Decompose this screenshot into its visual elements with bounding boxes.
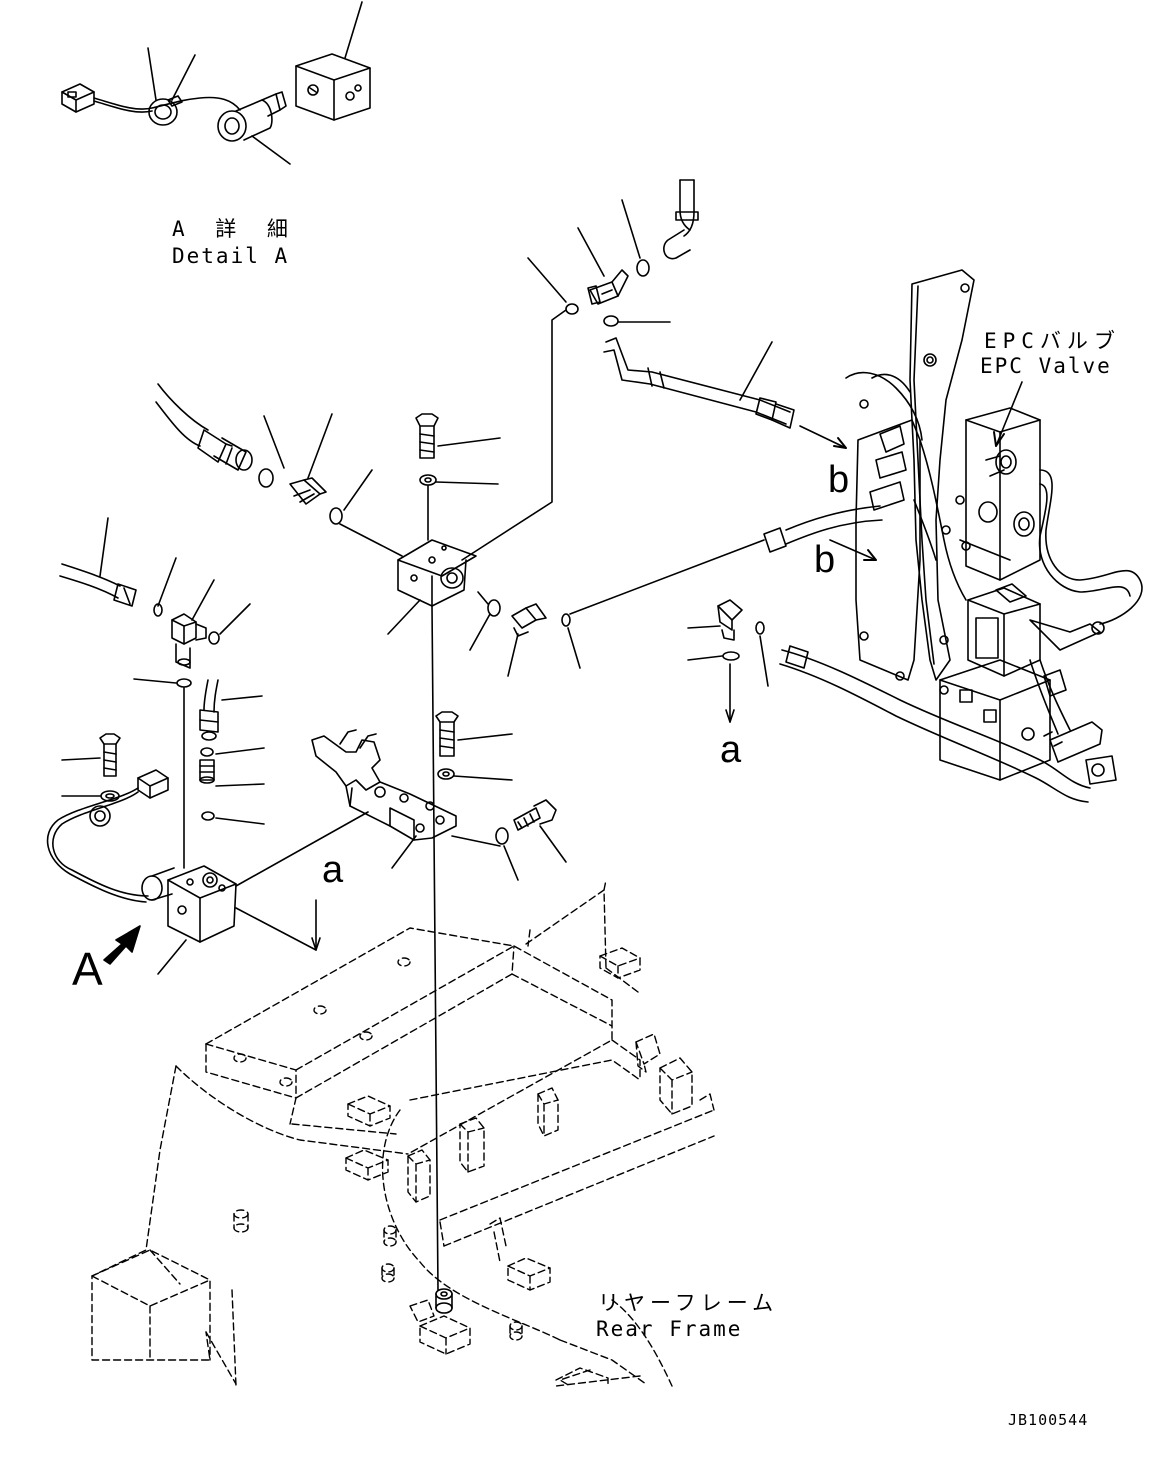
leader-line — [577, 227, 605, 277]
guide-line — [569, 539, 765, 615]
arrow-b-lower — [829, 539, 877, 561]
o-ring — [487, 599, 501, 617]
leader-line — [687, 655, 723, 661]
rear-frame-label-jp: リヤーフレーム — [598, 1291, 779, 1315]
leader-line — [539, 825, 567, 863]
leader-line — [219, 603, 251, 635]
reference-b-upper: b — [828, 459, 850, 501]
detail-a-solenoid — [217, 91, 287, 142]
leader-line — [759, 635, 769, 687]
leader-line — [307, 413, 333, 479]
epc-valve-pointer — [995, 381, 1023, 447]
leader-line — [191, 579, 215, 621]
detail-a-assembly — [61, 1, 371, 165]
leader-line — [739, 341, 773, 401]
reference-a-right: a — [720, 729, 742, 771]
o-ring — [208, 631, 220, 645]
leader-line — [437, 437, 501, 447]
washer — [495, 827, 509, 845]
leader-line — [435, 481, 499, 485]
leader-line — [567, 627, 581, 669]
leader-line — [507, 633, 519, 677]
o-ring — [722, 651, 740, 661]
leader-line — [133, 678, 177, 684]
left-solenoid-assembly — [46, 733, 369, 975]
guide-line — [431, 605, 439, 1291]
drawing-code: JB100544 — [1008, 1411, 1089, 1429]
leader-line — [469, 613, 491, 651]
o-ring — [329, 507, 343, 525]
leader-line — [387, 599, 421, 635]
left-hose-upper — [155, 383, 403, 557]
o-ring — [565, 303, 579, 315]
leader-line — [61, 757, 101, 761]
view-a-marker: A — [72, 943, 103, 995]
guide-line — [235, 899, 317, 951]
leader-line — [215, 747, 265, 755]
reference-a-left: a — [322, 849, 344, 891]
leader-line — [99, 517, 109, 577]
rear-frame-label-en: Rear Frame — [596, 1317, 743, 1341]
leader-line — [157, 557, 177, 607]
center-valve-block — [387, 539, 477, 635]
pressure-switch-hose-assembly — [461, 179, 847, 561]
right-elbow-fitting — [687, 599, 769, 723]
frame-bushing — [435, 1288, 453, 1314]
epc-valve-label-en: EPC Valve — [980, 354, 1112, 378]
leader-line — [344, 1, 363, 59]
leader-line — [687, 625, 721, 629]
leader-line — [221, 695, 263, 701]
guide-line — [451, 835, 501, 847]
leader-line — [343, 469, 373, 511]
block-side-fittings — [469, 539, 765, 677]
o-ring — [200, 747, 214, 757]
leader-line — [251, 135, 291, 165]
view-a-arrow — [103, 925, 141, 965]
o-ring — [755, 621, 765, 635]
left-pressure-switch-set — [59, 517, 251, 869]
o-ring — [561, 613, 571, 627]
detail-a-clamp — [148, 95, 183, 126]
leader-line — [263, 415, 285, 469]
arrow-b-upper — [799, 425, 847, 449]
upper-bolt-set — [415, 413, 501, 541]
mounting-bracket — [311, 605, 567, 1291]
epc-valve-label-jp: EPCバルブ — [984, 329, 1121, 353]
reference-b-lower: b — [814, 539, 836, 581]
rear-frame-outline — [91, 879, 715, 1387]
leader-line — [457, 733, 513, 741]
guide-line — [461, 309, 567, 561]
leader-line — [527, 257, 567, 303]
o-ring — [603, 315, 619, 327]
epc-valve-assembly — [779, 269, 1143, 803]
left-fitting-column — [199, 679, 265, 825]
detail-a-title-en: Detail A — [172, 244, 290, 268]
detail-a-wire — [93, 96, 241, 111]
detail-a-valve-block — [295, 53, 371, 121]
leader-line — [215, 817, 265, 825]
leader-line — [147, 47, 157, 101]
o-ring — [176, 678, 192, 688]
detail-a-title-jp: A 詳 細 — [172, 217, 297, 241]
leader-line — [157, 939, 187, 975]
o-ring — [201, 811, 215, 821]
o-ring — [258, 468, 274, 488]
detail-a-connector — [61, 83, 95, 113]
guide-line — [235, 811, 369, 887]
leader-line — [391, 835, 417, 869]
leader-line — [453, 775, 513, 781]
o-ring — [636, 259, 650, 277]
leader-line — [621, 199, 641, 259]
lower-hose-to-b — [763, 505, 883, 561]
leader-line — [503, 845, 519, 881]
leader-line — [171, 54, 196, 101]
guide-line — [339, 523, 403, 557]
leader-line — [215, 783, 265, 787]
